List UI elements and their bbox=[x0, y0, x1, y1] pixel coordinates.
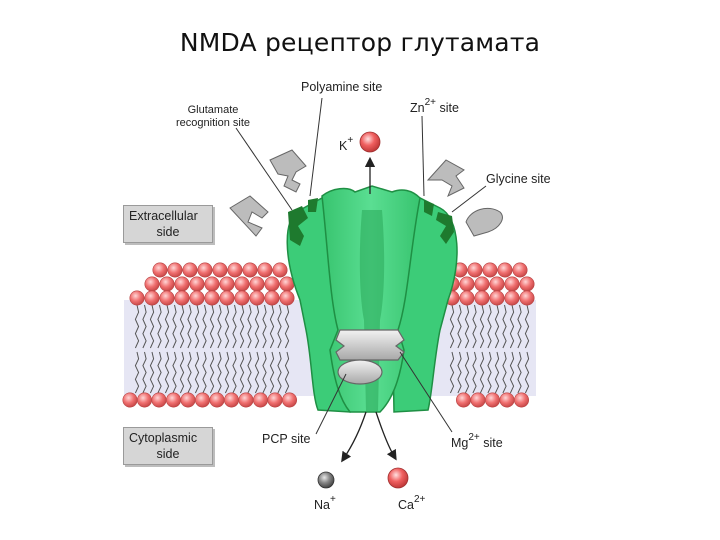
polyamine-site-label: Polyamine site bbox=[301, 80, 383, 94]
lipid-head bbox=[467, 262, 483, 278]
lipid-head bbox=[455, 392, 471, 408]
lipid-head bbox=[242, 262, 258, 278]
lipid-head bbox=[474, 290, 490, 306]
lipid-head bbox=[219, 290, 235, 306]
glycine-binding-site bbox=[436, 212, 454, 244]
lipid-head bbox=[512, 262, 528, 278]
lipid-head bbox=[219, 276, 235, 292]
lipid-head bbox=[234, 276, 250, 292]
lipid-head bbox=[264, 290, 280, 306]
lipid-head bbox=[159, 276, 175, 292]
page-title: NMDA рецептор глутамата bbox=[179, 28, 541, 57]
cytoplasmic-side-box: Cytoplasmic side bbox=[123, 427, 213, 465]
glycine-ligand bbox=[465, 207, 503, 237]
leader-lines bbox=[235, 97, 487, 435]
lipid-head bbox=[474, 276, 490, 292]
lipid-head bbox=[189, 290, 205, 306]
lipid-head bbox=[227, 262, 243, 278]
lipid-head bbox=[204, 290, 220, 306]
lipid-head bbox=[482, 262, 498, 278]
glycine-site-label: Glycine site bbox=[486, 172, 551, 186]
glutamate-ligand bbox=[229, 195, 269, 237]
lipid-head bbox=[204, 276, 220, 292]
lipid-head bbox=[238, 392, 254, 408]
ca-ion-label: Ca2+ bbox=[398, 494, 426, 512]
lipid-head bbox=[152, 262, 168, 278]
lipid-head bbox=[151, 392, 167, 408]
lipid-head bbox=[180, 392, 196, 408]
k-ion bbox=[359, 131, 381, 153]
lipid-head bbox=[159, 290, 175, 306]
lipid-head bbox=[209, 392, 225, 408]
lipid-head bbox=[504, 276, 520, 292]
lipid-head bbox=[484, 392, 500, 408]
pcp-binding-ellipse bbox=[337, 359, 383, 385]
nmda-receptor bbox=[286, 185, 458, 413]
lipid-head bbox=[279, 290, 295, 306]
lipid-head bbox=[144, 290, 160, 306]
lipid-head bbox=[174, 290, 190, 306]
lipid-head bbox=[497, 262, 513, 278]
lipid-head bbox=[470, 392, 486, 408]
lipid-head bbox=[257, 262, 273, 278]
ligand-shapes bbox=[229, 149, 503, 237]
lipid-head bbox=[166, 392, 182, 408]
pcp-site-label: PCP site bbox=[262, 432, 311, 446]
lipid-head bbox=[224, 392, 240, 408]
lipid-head bbox=[459, 290, 475, 306]
ca-ion bbox=[387, 467, 409, 489]
lipid-head bbox=[182, 262, 198, 278]
lipid-head bbox=[513, 392, 529, 408]
glutamate-binding-site bbox=[288, 206, 308, 246]
lipid-head bbox=[264, 276, 280, 292]
k-ion-label: K+ bbox=[339, 135, 354, 153]
lipid-head bbox=[144, 276, 160, 292]
na-ion bbox=[317, 471, 335, 489]
lipid-head bbox=[499, 392, 515, 408]
lipid-head bbox=[234, 290, 250, 306]
ions bbox=[317, 131, 409, 489]
mg-block bbox=[335, 329, 405, 361]
lipid-head bbox=[489, 276, 505, 292]
lipid-head bbox=[122, 392, 138, 408]
lipid-head bbox=[504, 290, 520, 306]
lipid-head bbox=[267, 392, 283, 408]
lipid-head bbox=[281, 392, 297, 408]
lipid-head bbox=[489, 290, 505, 306]
lipid-head bbox=[197, 262, 213, 278]
lipid-head bbox=[129, 290, 145, 306]
glutamate-recognition-site-label: Glutamate recognition site bbox=[176, 104, 250, 129]
lipid-head bbox=[249, 290, 265, 306]
lipid-head bbox=[253, 392, 269, 408]
lipid-head bbox=[189, 276, 205, 292]
lipid-head bbox=[195, 392, 211, 408]
zn-site-label: Zn2+ site bbox=[410, 97, 459, 115]
lipid-head bbox=[137, 392, 153, 408]
lipid-head bbox=[459, 276, 475, 292]
ion-flow-arrows bbox=[341, 156, 397, 463]
lipid-head bbox=[167, 262, 183, 278]
lipid-head bbox=[174, 276, 190, 292]
na-ion-label: Na+ bbox=[314, 494, 336, 512]
lipid-head bbox=[519, 290, 535, 306]
lipid-head bbox=[272, 262, 288, 278]
lipid-head bbox=[519, 276, 535, 292]
mg-site-label: Mg2+ site bbox=[451, 432, 503, 450]
lipid-head bbox=[212, 262, 228, 278]
polyamine-ligand bbox=[269, 149, 307, 193]
lipid-head bbox=[249, 276, 265, 292]
zn-ligand bbox=[426, 159, 465, 198]
extracellular-side-box: Extracellular side bbox=[123, 205, 213, 243]
